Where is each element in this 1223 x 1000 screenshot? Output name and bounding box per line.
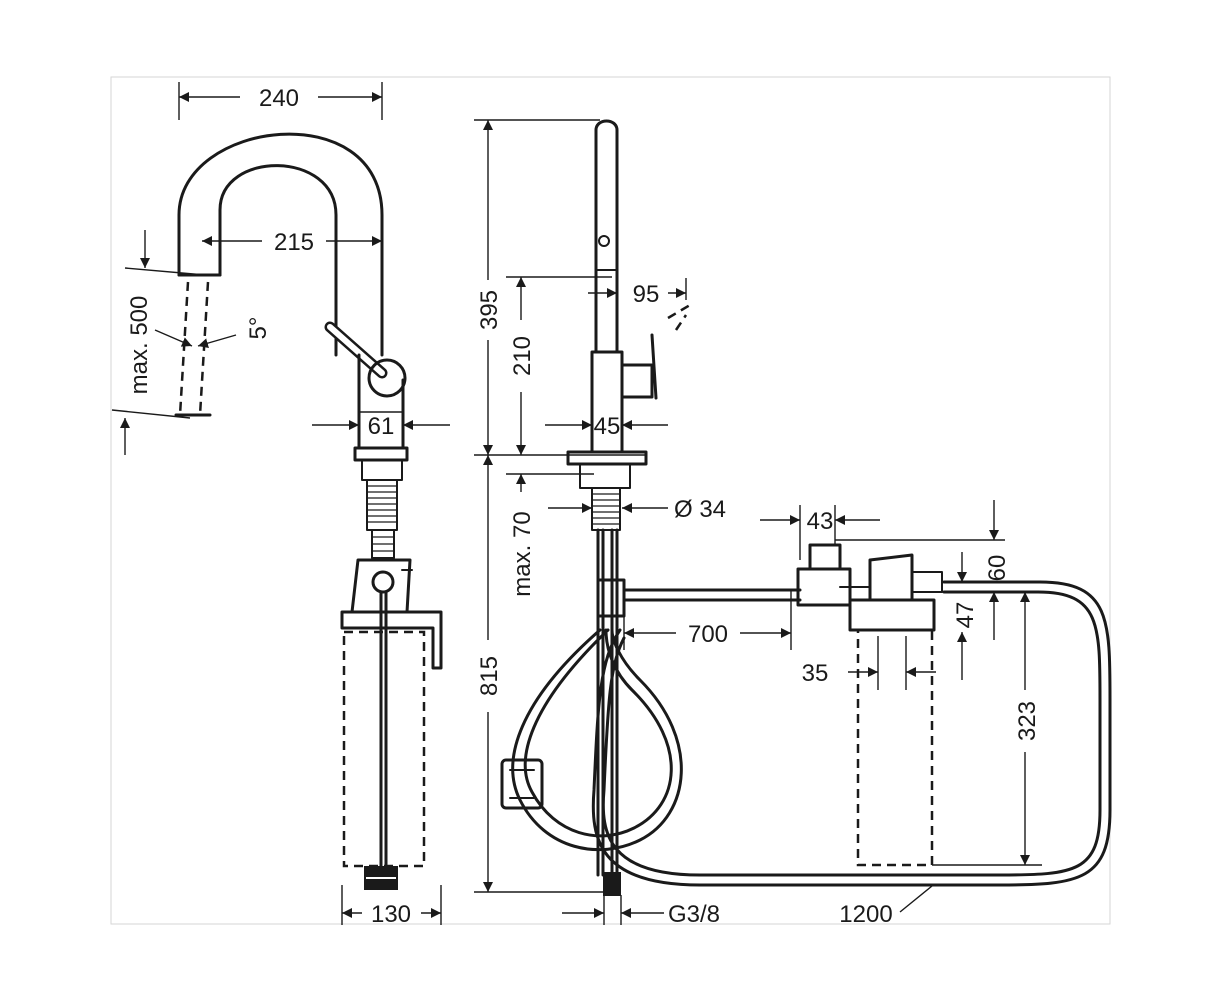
dimension-labels: 240 215 max. 500 5° 61 395 210 95 45 Ø 3…	[126, 85, 1041, 928]
label-valve-47: 47	[952, 602, 979, 629]
dimension-lines	[111, 82, 1042, 925]
label-spray-95: 95	[633, 281, 660, 308]
label-valve-60: 60	[984, 555, 1011, 582]
label-outlet-35: 35	[802, 660, 829, 687]
label-angle-5: 5°	[245, 317, 272, 340]
label-height-323: 323	[1014, 701, 1041, 741]
drawing-frame	[110, 76, 1111, 925]
label-hose-1200: 1200	[839, 901, 892, 928]
faucet-front-view	[174, 132, 443, 890]
label-base-130: 130	[371, 901, 411, 928]
label-hose-700: 700	[688, 621, 728, 648]
label-thread-g38: G3/8	[668, 901, 720, 928]
label-max-500: max. 500	[126, 296, 153, 395]
label-body-45: 45	[594, 413, 621, 440]
label-max-70: max. 70	[509, 511, 536, 596]
label-body-61: 61	[368, 413, 395, 440]
label-height-210: 210	[509, 336, 536, 376]
label-valve-43: 43	[807, 508, 834, 535]
label-hole-34: Ø 34	[674, 496, 726, 523]
label-height-395: 395	[476, 290, 503, 330]
label-length-815: 815	[476, 656, 503, 696]
faucet-side-view	[500, 119, 1112, 896]
label-width-240: 240	[259, 85, 299, 112]
label-reach-215: 215	[274, 229, 314, 256]
